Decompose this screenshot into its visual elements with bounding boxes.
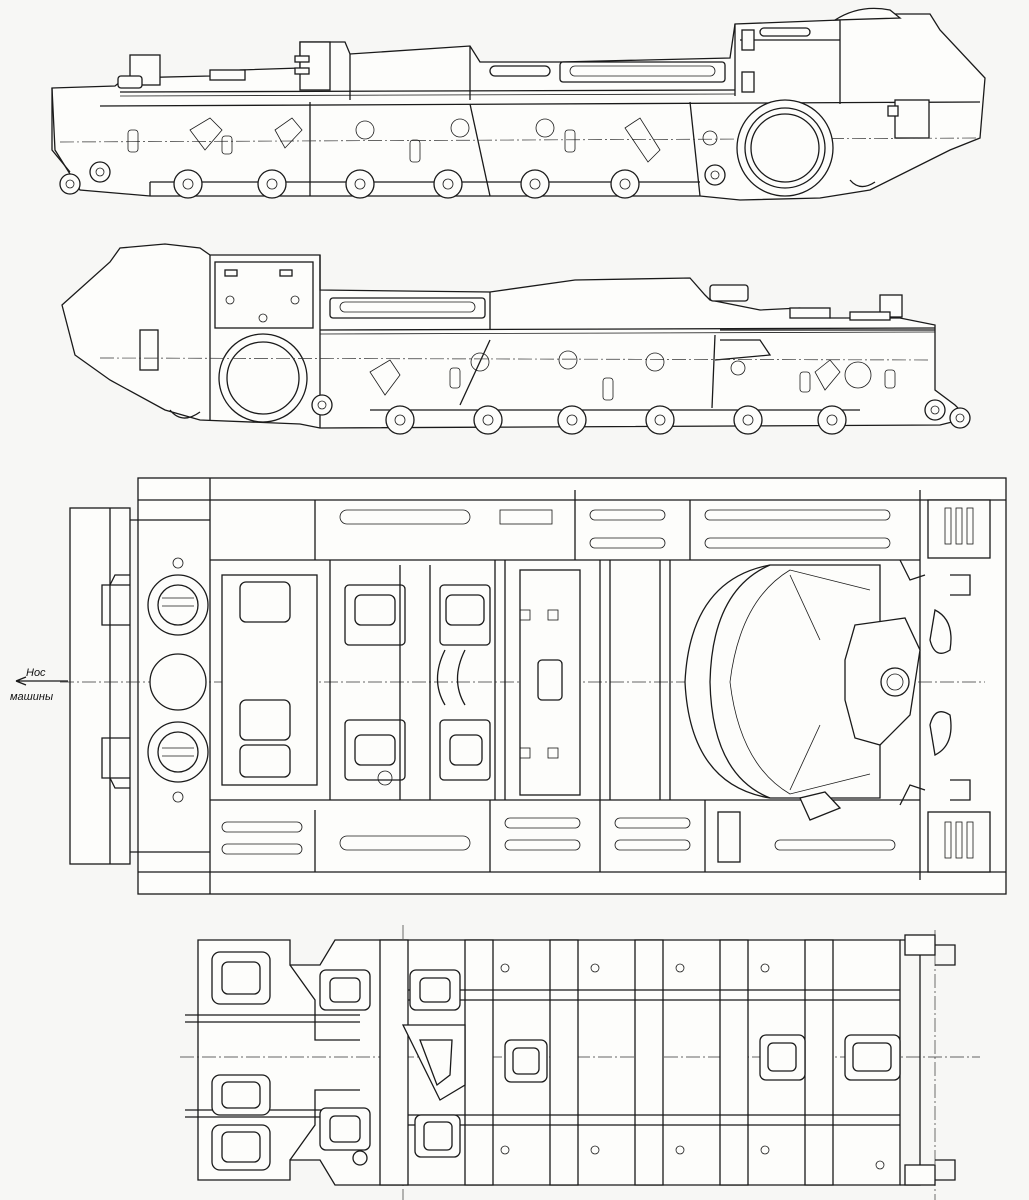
road-wheels: [173, 169, 640, 199]
hull-side-outline-right: [61, 243, 970, 429]
turret-ring: [684, 559, 952, 821]
bow-label-line1: Нос: [26, 667, 46, 679]
road-wheels-right: [385, 405, 847, 435]
bow-arrow: [15, 676, 68, 686]
side-view-right: [61, 243, 971, 435]
bow-label-line2: машины: [10, 691, 53, 703]
water-jet-hatch: [736, 99, 834, 197]
bottom-view: [180, 925, 980, 1200]
access-hatches: [211, 951, 901, 1171]
water-jet-hatch-right: [218, 333, 308, 423]
side-view-left: [51, 7, 986, 201]
top-view: Нос машины: [10, 477, 1007, 895]
exhaust-ports: [147, 557, 209, 803]
